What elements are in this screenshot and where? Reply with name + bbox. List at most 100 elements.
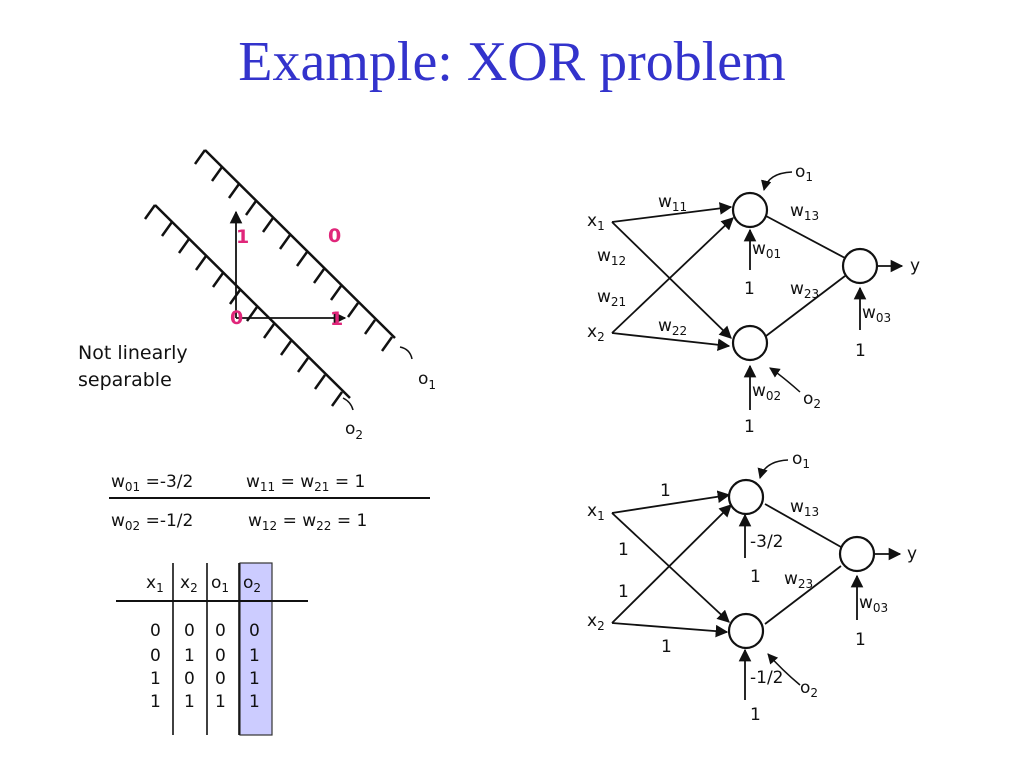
node-o2 — [727, 612, 765, 650]
edge-o1-out — [765, 215, 846, 259]
weight-label-w01: -3/2 — [750, 532, 784, 552]
weight-w12-w22: w12 = w22 = 1 — [248, 511, 367, 533]
network-top: x1 x2 w11 w12 w21 w22 w13 w23 w01 w02 w0… — [587, 162, 920, 437]
edge-x1-o1 — [611, 202, 733, 223]
edge-x2-o2 — [611, 332, 731, 352]
bias-label-out: 1 — [855, 341, 866, 361]
node-label-o2: o2 — [800, 678, 818, 700]
header-o2: o2 — [243, 573, 261, 595]
output-label-y: y — [910, 256, 920, 276]
weight-label-w03: w03 — [862, 303, 891, 325]
table-cell: 0 — [215, 669, 226, 689]
pointer-o2 — [767, 653, 801, 686]
table-cell: 0 — [184, 621, 195, 641]
weight-w11-w21: w11 = w21 = 1 — [246, 472, 365, 494]
weight-label-w11: 1 — [660, 481, 671, 501]
boundary-label-o2: o2 — [345, 419, 363, 442]
weight-label-w12: w12 — [597, 246, 626, 268]
hatching-o1 — [193, 149, 394, 352]
table-cell: 1 — [215, 692, 226, 712]
table-cell: 1 — [150, 692, 161, 712]
output-label-y: y — [907, 544, 917, 564]
point-label-bottom-right: 1 — [330, 308, 343, 330]
table-cell: 1 — [150, 669, 161, 689]
weight-label-w13: w13 — [790, 201, 819, 223]
edge-x1-o2 — [611, 512, 730, 623]
weight-label-w03: w03 — [859, 593, 888, 615]
xor-plot — [143, 149, 413, 411]
bias-label-o2: 1 — [744, 417, 755, 437]
weight-label-w02: -1/2 — [750, 668, 784, 688]
not-separable-line1: Not linearly — [78, 342, 188, 364]
highlight-o2-column — [239, 562, 273, 736]
weights-block: w01 =-3/2 w11 = w21 = 1 w02 =-1/2 w12 = … — [109, 472, 430, 533]
node-label-o2: o2 — [803, 389, 821, 411]
table-cell: 1 — [249, 669, 260, 689]
header-x1: x1 — [146, 573, 164, 595]
node-o2 — [731, 324, 769, 362]
bias-label-o1: 1 — [744, 279, 755, 299]
edge-o2-out — [765, 275, 846, 337]
not-separable-line2: separable — [78, 369, 172, 391]
weight-label-w22: w22 — [658, 316, 687, 338]
header-o1: o1 — [211, 573, 229, 595]
weight-label-w12: 1 — [618, 540, 629, 560]
hatching-o2 — [143, 204, 344, 407]
weight-label-w11: w11 — [658, 192, 687, 214]
point-label-top-right: 0 — [328, 225, 341, 247]
pointer-o1 — [761, 171, 793, 192]
weight-label-w02: w02 — [752, 381, 781, 403]
input-label-x2: x2 — [587, 322, 605, 344]
edge-x1-o2 — [611, 221, 732, 339]
table-cell: 0 — [150, 621, 161, 641]
weight-w02: w02 =-1/2 — [111, 511, 193, 533]
point-label-top-left: 1 — [236, 226, 249, 248]
edge-x2-o2 — [611, 622, 729, 638]
pointer-o1 — [757, 459, 789, 480]
point-label-bottom-left: 0 — [230, 307, 243, 329]
decision-line-o1 — [204, 149, 396, 339]
bias-label-o2: 1 — [750, 705, 761, 725]
pointer-o2 — [769, 367, 801, 393]
edge-o1-out — [764, 503, 842, 548]
table-cell: 0 — [215, 621, 226, 641]
edge-x2-o1 — [611, 504, 732, 624]
xor-axes — [229, 210, 347, 325]
input-label-x1: x1 — [587, 501, 605, 523]
leader-o2 — [342, 397, 354, 411]
node-output — [841, 247, 879, 285]
edge-x1-o1 — [611, 490, 731, 514]
weight-label-w21: 1 — [618, 582, 629, 602]
table-cell: 1 — [184, 692, 195, 712]
node-output — [838, 535, 876, 573]
network-bottom: x1 x2 1 1 1 1 w13 w23 -3/2 -1/2 w03 o1 o… — [587, 449, 917, 725]
weight-w01: w01 =-3/2 — [111, 472, 193, 494]
weight-label-w21: w21 — [597, 287, 626, 309]
slide-title: Example: XOR problem — [238, 31, 786, 93]
node-label-o1: o1 — [792, 449, 810, 471]
bias-label-o1: 1 — [750, 567, 761, 587]
leader-o1 — [399, 346, 413, 360]
weight-label-w01: w01 — [752, 239, 781, 261]
weight-label-w23: w23 — [784, 569, 813, 591]
weight-label-w13: w13 — [790, 497, 819, 519]
edge-x2-o1 — [611, 217, 734, 334]
table-cell: 0 — [249, 621, 260, 641]
bias-label-out: 1 — [855, 630, 866, 650]
weight-label-w23: w23 — [790, 279, 819, 301]
decision-line-o2 — [154, 204, 351, 399]
truth-table: x1 x2 o1 o2 0 0 0 0 0 1 0 1 1 0 0 1 1 1 … — [116, 562, 308, 736]
header-x2: x2 — [180, 573, 198, 595]
input-label-x2: x2 — [587, 611, 605, 633]
table-cell: 1 — [249, 646, 260, 666]
table-cell: 0 — [215, 646, 226, 666]
table-cell: 0 — [184, 669, 195, 689]
edge-o2-out — [764, 565, 842, 625]
weight-label-w22: 1 — [661, 637, 672, 657]
node-o1 — [731, 191, 769, 229]
table-cell: 1 — [184, 646, 195, 666]
input-label-x1: x1 — [587, 211, 605, 233]
node-o1 — [727, 478, 765, 516]
